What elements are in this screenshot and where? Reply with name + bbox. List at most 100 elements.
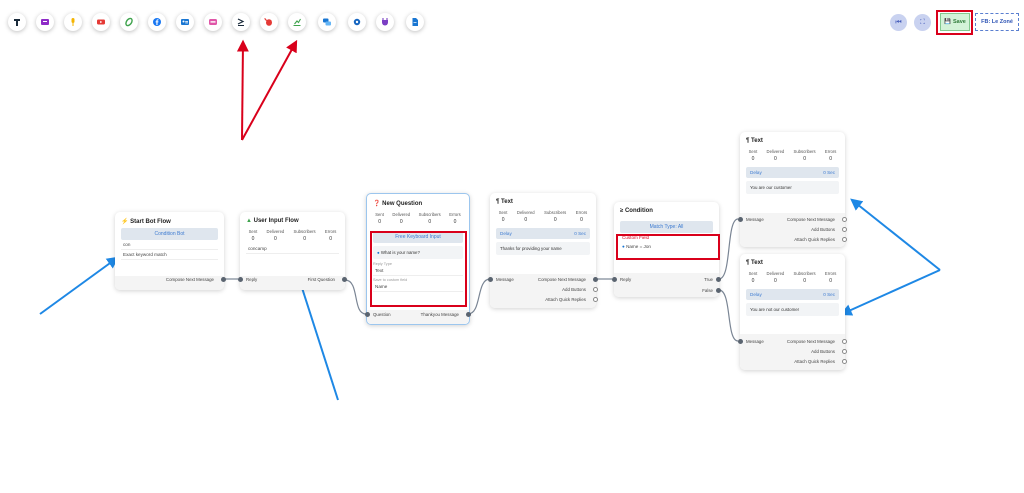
file-icon[interactable]	[406, 13, 424, 31]
in-port-label: Message	[746, 339, 764, 344]
red-annotation-arrows	[236, 39, 298, 141]
user-input-card-icon[interactable]	[176, 13, 194, 31]
stat-label-delivered: Delivered	[766, 149, 785, 154]
text-icon: ¶	[746, 138, 750, 144]
out-port[interactable]	[342, 277, 347, 282]
compose-next-label: Compose Next Message	[786, 339, 835, 344]
quick-replies-label: Attach Quick Replies	[794, 359, 835, 364]
start-bot-flow-node[interactable]: ⚡ Start Bot Flow Condition Bot con Exact…	[115, 212, 226, 290]
in-port[interactable]	[365, 312, 370, 317]
stat-subscribers: 0	[303, 236, 306, 242]
facebook-icon[interactable]	[148, 13, 166, 31]
in-port[interactable]	[738, 217, 743, 222]
add-buttons-port[interactable]	[593, 287, 598, 292]
input-type-badge: Free Keyboard Input	[373, 231, 463, 243]
attachment-icon[interactable]	[120, 13, 138, 31]
text-icon[interactable]	[8, 13, 26, 31]
false-port[interactable]	[716, 288, 721, 293]
out-port-label: Compose Next Message	[165, 277, 214, 282]
question-icon: ❓	[373, 201, 381, 207]
true-port[interactable]	[716, 277, 721, 282]
stat-errors: 0	[453, 219, 457, 225]
chat-icon[interactable]	[318, 13, 336, 31]
stat-delivered: 0	[399, 219, 403, 225]
quick-replies-port[interactable]	[593, 297, 598, 302]
audio-icon[interactable]	[64, 13, 82, 31]
node-footer	[367, 310, 469, 324]
condition-rule: ● Name = Jon	[620, 242, 713, 251]
quick-replies-port[interactable]	[842, 237, 847, 242]
stat-label-delivered: Delivered	[516, 210, 535, 215]
node-title: ¶ Text	[740, 254, 845, 269]
skip-back-icon[interactable]: ⏮	[890, 14, 907, 31]
save-button[interactable]: 💾Save	[940, 13, 970, 31]
stat-errors: 0	[580, 217, 583, 223]
stat-label-delivered: Delivered	[266, 229, 285, 234]
stat-sent: 0	[251, 236, 255, 242]
node-title-text: New Question	[382, 201, 423, 207]
info-icon: ●	[622, 244, 625, 249]
stat-label-subscribers: Subscribers	[544, 210, 567, 215]
delay-label: Delay	[750, 170, 762, 175]
in-port[interactable]	[612, 277, 617, 282]
plugin-icon[interactable]	[376, 13, 394, 31]
in-port[interactable]	[738, 339, 743, 344]
node-title: ❓ New Question	[367, 194, 469, 210]
chart-icon[interactable]	[288, 13, 306, 31]
compose-next-port[interactable]	[842, 217, 847, 222]
node-title-text: Text	[751, 138, 763, 144]
stat-sent: 0	[378, 219, 381, 225]
message-text: Thanks for providing your name	[496, 242, 590, 255]
add-buttons-port[interactable]	[842, 349, 847, 354]
card-icon[interactable]	[36, 13, 54, 31]
save-field-value: Name	[373, 282, 463, 292]
stat-label-sent: Sent	[248, 229, 258, 234]
connector-question-to-text	[467, 278, 491, 315]
otn-icon[interactable]	[204, 13, 222, 31]
fullscreen-icon[interactable]: ⛶	[914, 14, 931, 31]
in-port[interactable]	[238, 277, 243, 282]
compose-next-port[interactable]	[593, 277, 598, 282]
out-port[interactable]	[221, 277, 226, 282]
user-input-flow-node[interactable]: ▲ User Input Flow Sent 0 Delivered 0 Subsc…	[238, 212, 347, 290]
add-buttons-port[interactable]	[842, 227, 847, 232]
stat-label-sent: Sent	[498, 210, 508, 215]
stat-label-subscribers: Subscribers	[293, 229, 316, 234]
add-buttons-label: Add Buttons	[811, 227, 835, 232]
compose-next-port[interactable]	[842, 339, 847, 344]
condition-icon[interactable]	[232, 13, 250, 31]
reply-type-label: Reply Type	[373, 262, 392, 266]
delay-value: 0 Sec	[823, 170, 835, 175]
bug-icon[interactable]	[260, 13, 278, 31]
stat-subscribers: 0	[803, 278, 806, 284]
campaign-name: concamp	[246, 244, 339, 254]
out-port-label: First Question	[307, 277, 335, 282]
page-selector-button[interactable]: FB: Le Zoné	[975, 13, 1019, 31]
condition-node[interactable]: ≥ Condition Match Type: All Custom Field…	[612, 202, 721, 297]
message-text: You are our customer	[746, 181, 839, 194]
quick-replies-port[interactable]	[842, 359, 847, 364]
stat-label-errors: Errors	[324, 229, 337, 234]
node-title: ¶ Text	[740, 132, 845, 147]
node-title: ▲ User Input Flow	[240, 212, 345, 227]
message-text: You are not our customer	[746, 303, 839, 316]
in-port-label: Reply	[620, 277, 632, 282]
node-title: ¶ Text	[490, 193, 596, 208]
compose-next-label: Compose Next Message	[786, 217, 835, 222]
settings-icon[interactable]	[348, 13, 366, 31]
out-port[interactable]	[466, 312, 471, 317]
question-text: ● What is your name?	[373, 246, 463, 259]
in-port[interactable]	[488, 277, 493, 282]
video-icon[interactable]	[92, 13, 110, 31]
connector-true-to-text	[718, 218, 739, 280]
stat-subscribers: 0	[803, 156, 806, 162]
